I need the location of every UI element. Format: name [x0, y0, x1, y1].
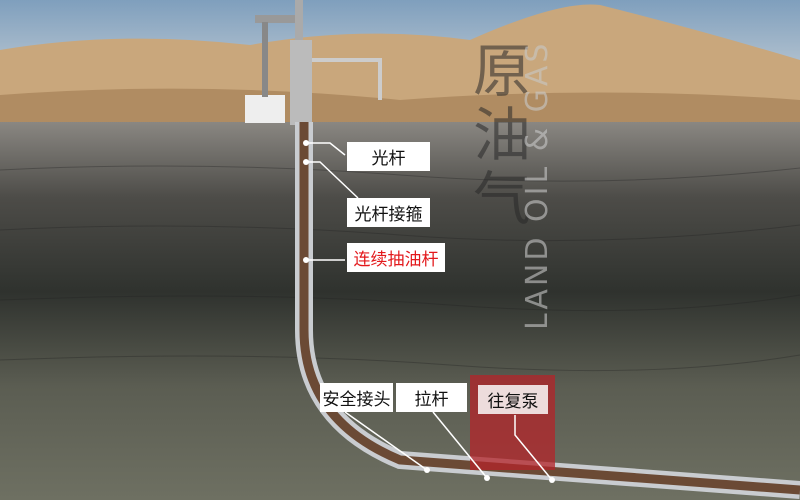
label-pull-rod: 拉杆 [396, 383, 467, 412]
label-polished-rod: 光杆 [347, 142, 430, 171]
pumping-unit-icon [245, 0, 382, 125]
watermark-english: LAND OIL & GAS [520, 40, 555, 330]
sand-shadow [0, 88, 800, 125]
label-safety-joint: 安全接头 [320, 383, 393, 412]
watermark-chinese: 原油气 [463, 40, 531, 232]
label-reciprocating-pump: 往复泵 [478, 385, 548, 414]
label-polished-rod-coupling: 光杆接箍 [347, 198, 430, 227]
label-continuous-sucker-rod: 连续抽油杆 [347, 243, 445, 272]
marker-dots [303, 140, 555, 483]
pointer-lines [306, 142, 553, 481]
ground-strata [0, 165, 800, 372]
ground-section [0, 122, 800, 500]
